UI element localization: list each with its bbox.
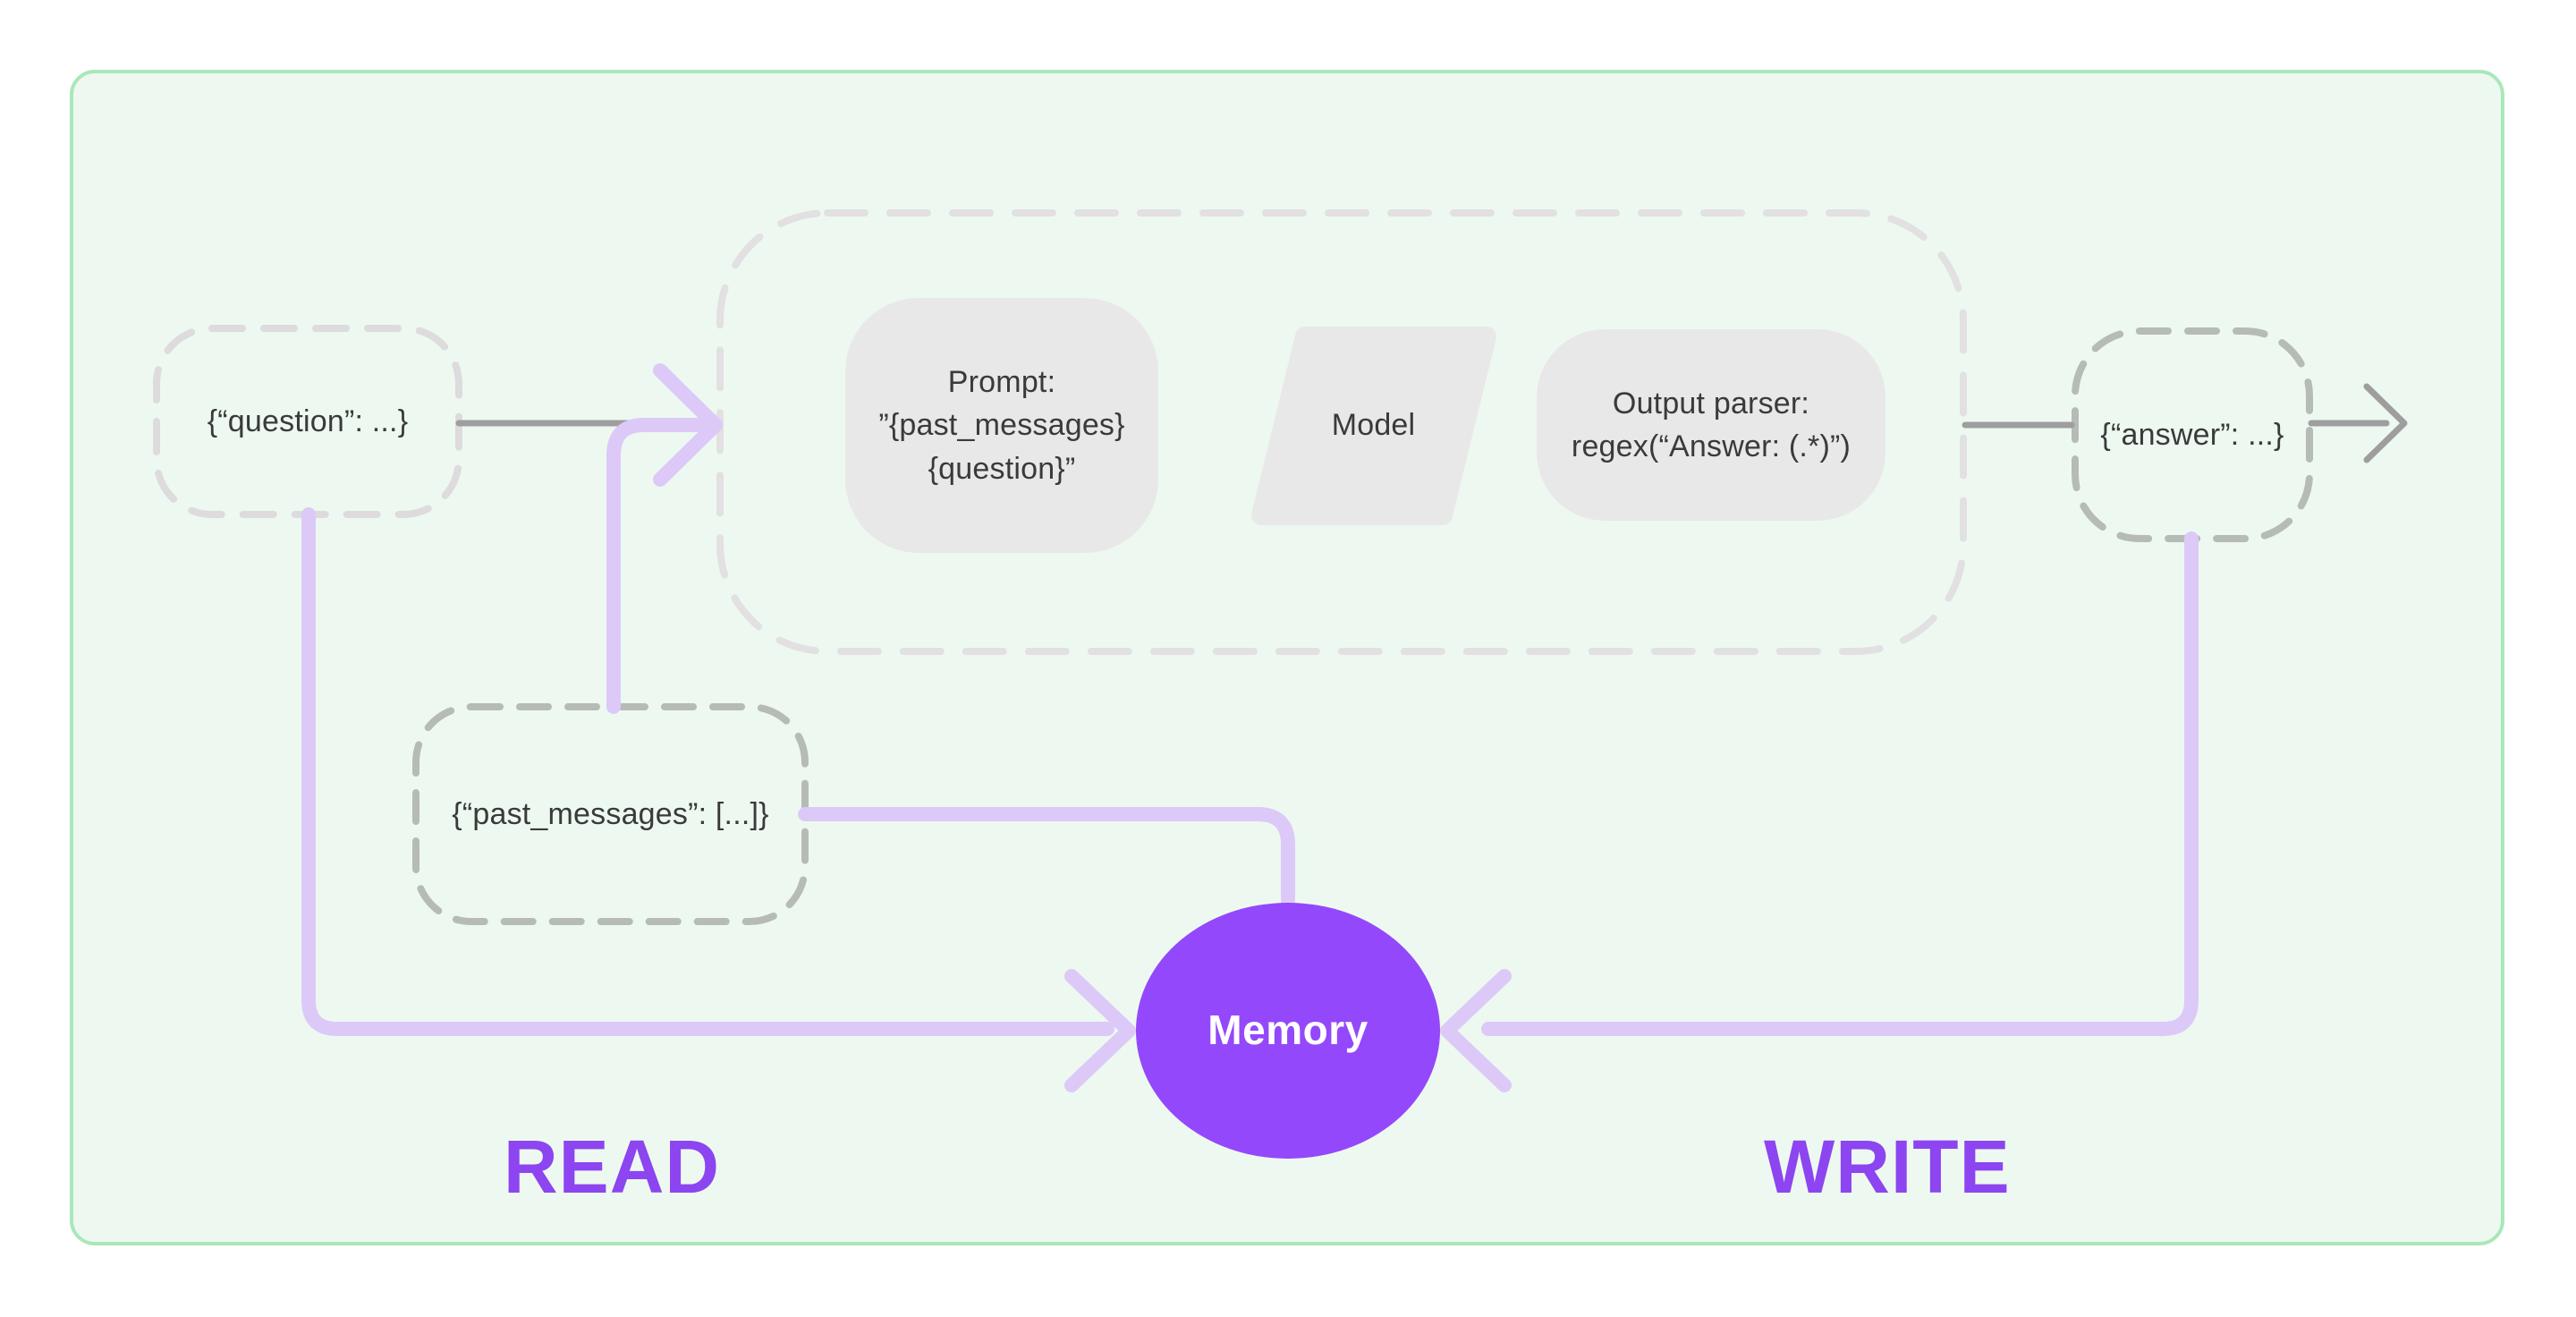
read-question-to-memory-path xyxy=(301,507,1114,1036)
output-parser-node-label: Output parser: regex(“Answer: (.*)”) xyxy=(1571,386,1852,463)
prompt-node-shape xyxy=(845,298,1158,553)
right-arrowhead-icon xyxy=(653,363,723,487)
memory-node-shape xyxy=(1136,903,1440,1159)
output-arrow-icon xyxy=(2363,383,2408,463)
read-annotation: READ xyxy=(504,1125,721,1209)
model-node-shape xyxy=(1251,327,1496,525)
model-node-label: Model xyxy=(1331,407,1416,442)
chain-group-outline xyxy=(716,209,1967,655)
write-annotation: WRITE xyxy=(1764,1125,2011,1209)
diagram-background-panel xyxy=(70,70,2504,1245)
past-messages-node-label: {“past_messages”: [...]} xyxy=(452,796,769,831)
right-arrowhead-icon xyxy=(1064,969,1136,1092)
memory-node-label: Memory xyxy=(1208,1007,1368,1054)
memory-to-past-messages-path xyxy=(798,807,1295,907)
write-answer-to-memory-path xyxy=(1481,531,2199,1036)
prompt-node-label: Prompt: ”{past_messages} {question}” xyxy=(878,365,1125,486)
output-parser-node-shape xyxy=(1537,329,1885,521)
answer-node-label: {“answer”: ...} xyxy=(2100,417,2284,452)
question-node-label: {“question”: ...} xyxy=(207,404,409,438)
left-arrowhead-icon xyxy=(1440,969,1512,1092)
past-messages-to-chain-path xyxy=(606,418,705,714)
